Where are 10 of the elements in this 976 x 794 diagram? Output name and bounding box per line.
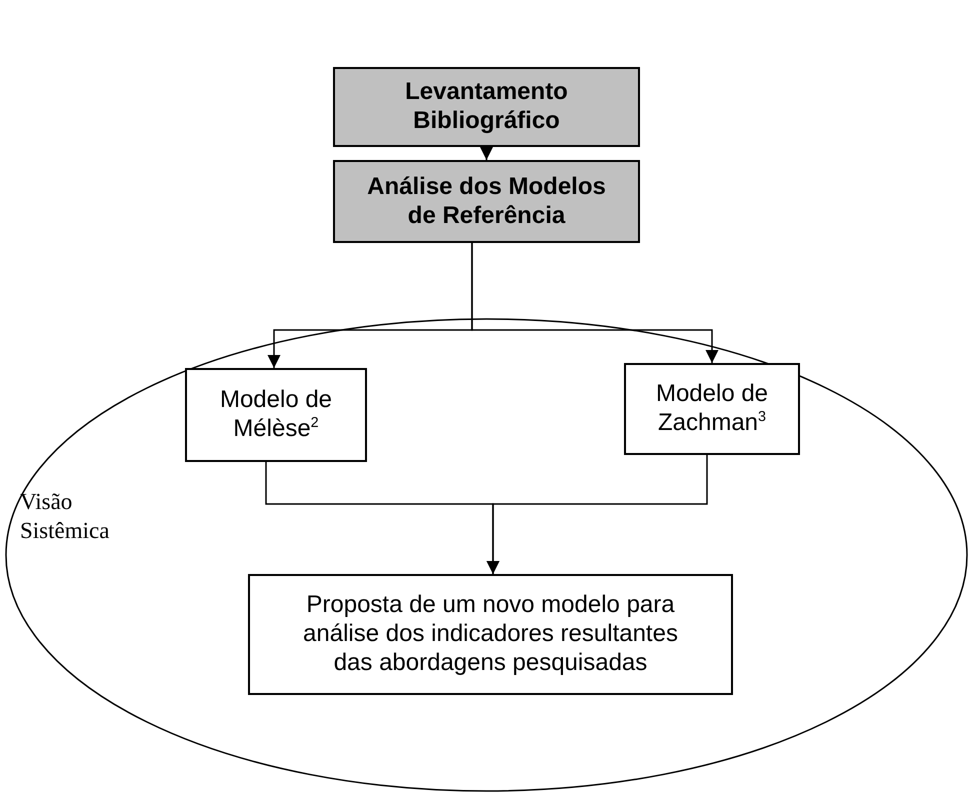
process-box: Análise dos Modelos de Referência xyxy=(333,160,640,243)
scope-label: Visão Sistêmica xyxy=(20,488,110,545)
process-box: Modelo de Mélèse$^{2}$ xyxy=(185,368,367,462)
process-box: Proposta de um novo modelo para análise dos indicadores resultantes das abordagens pesquisadas xyxy=(248,574,733,695)
connector-arrow xyxy=(480,147,493,160)
process-box: Modelo de Zachman$^{3}$ xyxy=(624,363,800,455)
process-box: Levantamento Bibliográfico xyxy=(333,67,640,147)
connector-arrow xyxy=(486,455,708,574)
scope-ellipse xyxy=(5,318,968,792)
connector-arrow xyxy=(471,243,718,363)
